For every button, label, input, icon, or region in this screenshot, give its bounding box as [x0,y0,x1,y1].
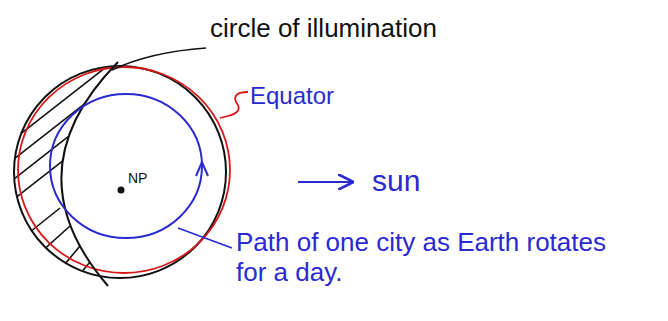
north-pole-dot [118,187,125,194]
equator-label: Equator [250,82,390,110]
rotation-arrowhead [196,162,208,176]
path-label: Path of one city as Earth rotates for a … [236,228,606,288]
sun-label: sun [372,164,472,199]
city-path [50,94,202,238]
leader-line [178,228,232,248]
illumination-label: circle of illumination [210,14,510,44]
equator-leader [220,92,248,118]
pole-label: NP [128,170,178,186]
leader-line [112,48,206,70]
sun-arrow [298,181,352,183]
equator-circle [18,67,230,273]
